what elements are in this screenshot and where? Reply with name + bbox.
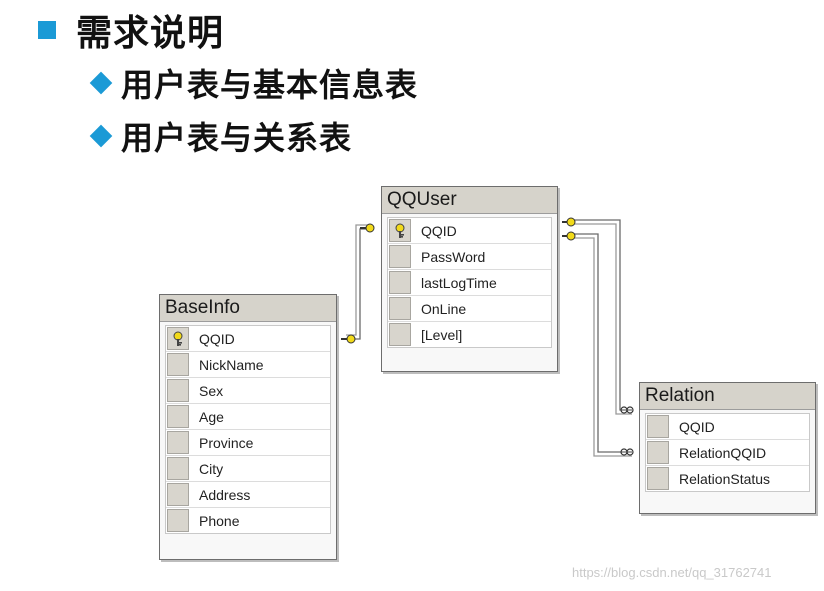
field-row[interactable]: Age	[166, 404, 330, 430]
sub-heading-2-text: 用户表与关系表	[121, 119, 353, 157]
main-heading-text: 需求说明	[76, 13, 225, 54]
field-row[interactable]: PassWord	[388, 244, 551, 270]
field-name: Age	[199, 408, 224, 425]
field-row[interactable]: Address	[166, 482, 330, 508]
row-selector[interactable]	[167, 327, 189, 350]
square-bullet-icon	[38, 21, 56, 39]
field-list: QQID PassWord lastLogTime OnLine [Level]	[387, 217, 552, 348]
field-name: [Level]	[421, 326, 463, 343]
sub-heading-1-text: 用户表与基本信息表	[121, 66, 419, 104]
field-row[interactable]: Phone	[166, 508, 330, 533]
field-row[interactable]: lastLogTime	[388, 270, 551, 296]
field-row[interactable]: City	[166, 456, 330, 482]
field-name: lastLogTime	[421, 274, 497, 291]
row-selector[interactable]	[647, 415, 669, 438]
field-name: Sex	[199, 382, 224, 399]
table-relation[interactable]: Relation QQID RelationQQID RelationStatu…	[639, 382, 816, 514]
row-selector[interactable]	[167, 431, 189, 454]
row-selector[interactable]	[647, 441, 669, 464]
sub-heading-1: 用户表与基本信息表	[89, 60, 419, 106]
row-selector[interactable]	[389, 323, 411, 346]
table-title: QQUser	[382, 187, 557, 214]
many-end-connectors	[620, 406, 634, 456]
key-icon	[173, 331, 183, 346]
field-row[interactable]: QQID	[166, 326, 330, 352]
field-name: Phone	[199, 512, 240, 529]
field-row[interactable]: Sex	[166, 378, 330, 404]
field-name: PassWord	[421, 248, 486, 265]
field-name: QQID	[199, 330, 235, 347]
field-name: OnLine	[421, 300, 467, 317]
row-selector[interactable]	[167, 483, 189, 506]
field-row[interactable]: [Level]	[388, 322, 551, 347]
field-name: NickName	[199, 356, 264, 373]
table-title: BaseInfo	[160, 295, 336, 322]
field-row[interactable]: OnLine	[388, 296, 551, 322]
table-title: Relation	[640, 383, 815, 410]
field-row[interactable]: RelationStatus	[646, 466, 809, 491]
field-row[interactable]: QQID	[646, 414, 809, 440]
field-row[interactable]: NickName	[166, 352, 330, 378]
main-heading: 需求说明	[38, 4, 224, 56]
row-selector[interactable]	[389, 219, 411, 242]
row-selector[interactable]	[167, 379, 189, 402]
field-name: QQID	[421, 222, 457, 239]
field-row[interactable]: QQID	[388, 218, 551, 244]
row-selector[interactable]	[167, 353, 189, 376]
row-selector[interactable]	[389, 245, 411, 268]
field-list: QQID NickName Sex Age Province City Addr…	[165, 325, 331, 534]
field-list: QQID RelationQQID RelationStatus	[645, 413, 810, 492]
row-selector[interactable]	[389, 271, 411, 294]
field-name: QQID	[679, 418, 715, 435]
row-selector[interactable]	[647, 467, 669, 490]
field-name: City	[199, 460, 224, 477]
row-selector[interactable]	[167, 405, 189, 428]
field-row[interactable]: Province	[166, 430, 330, 456]
sub-heading-2: 用户表与关系表	[89, 113, 353, 159]
row-selector[interactable]	[167, 509, 189, 532]
key-icon	[395, 223, 405, 238]
row-selector[interactable]	[389, 297, 411, 320]
field-name: Province	[199, 434, 254, 451]
key-end-connectors	[341, 217, 576, 344]
field-name: Address	[199, 486, 251, 503]
row-selector[interactable]	[167, 457, 189, 480]
field-name: RelationQQID	[679, 444, 767, 461]
field-row[interactable]: RelationQQID	[646, 440, 809, 466]
watermark-text: https://blog.csdn.net/qq_31762741	[572, 565, 772, 580]
table-baseinfo[interactable]: BaseInfo QQID NickName Sex Age Province	[159, 294, 337, 560]
table-qquser[interactable]: QQUser QQID PassWord lastLogTime OnLine	[381, 186, 558, 372]
field-name: RelationStatus	[679, 470, 771, 487]
